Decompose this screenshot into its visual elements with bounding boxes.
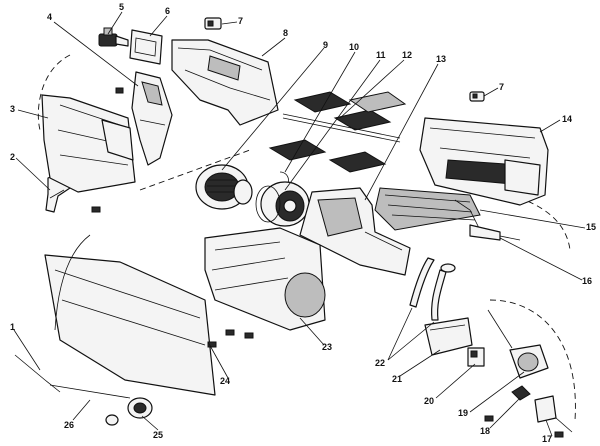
leader-lines bbox=[13, 11, 586, 437]
switch-valve-part bbox=[98, 27, 129, 47]
actuator-motor-part bbox=[487, 309, 549, 379]
small-motor-part bbox=[105, 397, 153, 426]
callout-5: 5 bbox=[119, 2, 124, 12]
heater-core-part bbox=[374, 187, 481, 231]
callout-22: 22 bbox=[375, 358, 385, 368]
rod-part bbox=[49, 384, 131, 399]
callout-7-right: 7 bbox=[499, 82, 504, 92]
assembly-guide-line bbox=[489, 299, 576, 421]
small-block-part bbox=[467, 347, 485, 367]
screw-part bbox=[511, 385, 531, 401]
callout-17: 17 bbox=[542, 434, 552, 444]
heater-core-slats-part bbox=[268, 91, 407, 173]
mounting-plate-part bbox=[424, 317, 473, 356]
clip-part bbox=[204, 17, 222, 30]
clip-part bbox=[469, 91, 485, 102]
callout-2: 2 bbox=[10, 152, 15, 162]
callout-1: 1 bbox=[10, 322, 15, 332]
callout-16: 16 bbox=[582, 276, 592, 286]
blower-cover-part bbox=[204, 227, 326, 331]
callout-12: 12 bbox=[402, 50, 412, 60]
callout-26: 26 bbox=[64, 420, 74, 430]
blower-wheel-part bbox=[195, 164, 253, 210]
callout-labels: 1 2 3 4 5 6 7 7 8 9 10 11 12 13 14 15 16… bbox=[10, 2, 596, 444]
callout-13: 13 bbox=[436, 54, 446, 64]
angled-duct-part bbox=[131, 71, 173, 166]
callout-18: 18 bbox=[480, 426, 490, 436]
callout-25: 25 bbox=[153, 430, 163, 440]
callout-7-top: 7 bbox=[238, 16, 243, 26]
lower-shield-panel-part bbox=[44, 254, 216, 396]
callout-8: 8 bbox=[283, 28, 288, 38]
callout-6: 6 bbox=[165, 6, 170, 16]
cable-part bbox=[14, 234, 91, 393]
callout-15: 15 bbox=[586, 222, 596, 232]
small-bracket-part bbox=[534, 395, 573, 433]
left-duct-housing-part bbox=[41, 94, 136, 193]
fasteners bbox=[91, 87, 564, 438]
callout-9: 9 bbox=[323, 40, 328, 50]
callout-14: 14 bbox=[562, 114, 572, 124]
callout-19: 19 bbox=[458, 408, 468, 418]
connector-part bbox=[469, 224, 521, 241]
upper-duct-cover-part bbox=[171, 39, 279, 126]
hoses-part bbox=[409, 257, 456, 321]
callout-3: 3 bbox=[10, 104, 15, 114]
callout-20: 20 bbox=[424, 396, 434, 406]
blower-housing-case-part bbox=[299, 187, 411, 276]
blower-motor-part bbox=[255, 181, 310, 227]
callout-23: 23 bbox=[322, 342, 332, 352]
callout-24: 24 bbox=[220, 376, 230, 386]
bracket-plate-part bbox=[129, 29, 163, 65]
callout-21: 21 bbox=[392, 374, 402, 384]
callout-11: 11 bbox=[376, 50, 386, 60]
top-right-housing-part bbox=[419, 117, 549, 206]
callout-4: 4 bbox=[47, 12, 52, 22]
callout-10: 10 bbox=[349, 42, 359, 52]
